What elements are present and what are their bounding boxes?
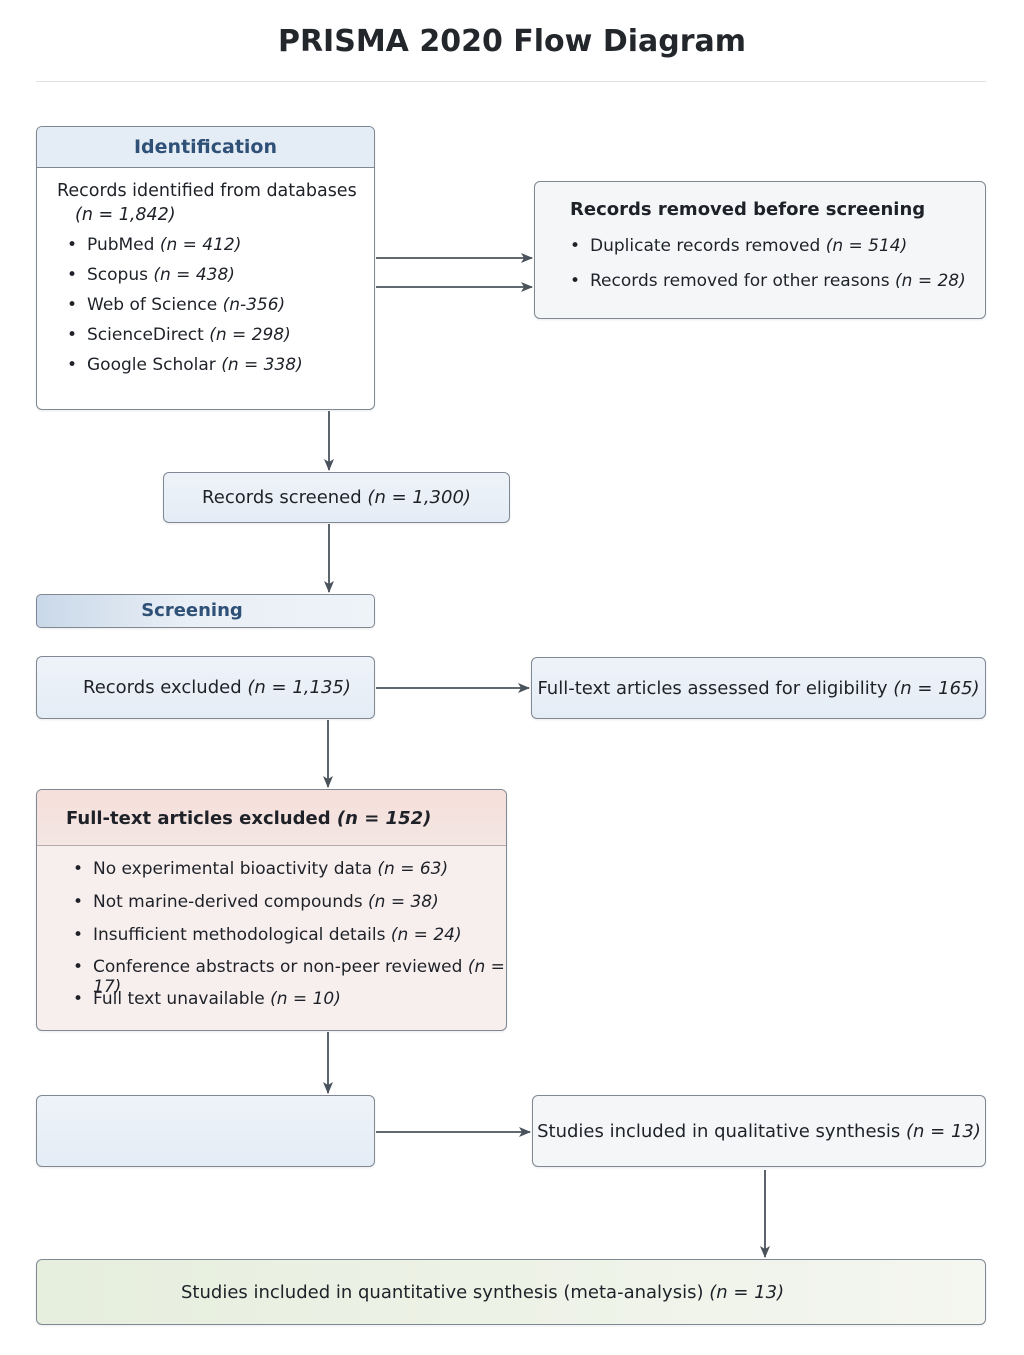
- identification-box: Identification Records identified from d…: [36, 126, 375, 410]
- exclusion-label: Full text unavailable: [93, 989, 265, 1009]
- screening-heading: Screening: [141, 600, 243, 621]
- database-item: Google Scholar (n = 338): [61, 355, 374, 385]
- identification-heading: Identification: [37, 127, 374, 168]
- database-count: (n = 438): [153, 265, 235, 285]
- database-count: (n = 338): [221, 355, 303, 375]
- database-item: ScienceDirect (n = 298): [61, 325, 374, 355]
- qualitative-synthesis-box: Studies included in qualitative synthesi…: [532, 1095, 986, 1167]
- database-count: (n-356): [222, 295, 286, 315]
- database-name: Web of Science: [87, 295, 218, 315]
- fulltext-excluded-header: Full-text articles excluded (n = 152): [37, 790, 506, 846]
- quantitative-count: (n = 13): [709, 1281, 785, 1303]
- records-removed-list: Duplicate records removed (n = 514) Reco…: [564, 236, 985, 291]
- records-excluded-box: Records excluded (n = 1,135): [36, 656, 375, 719]
- database-item: PubMed (n = 412): [61, 235, 374, 265]
- records-identified-count: (n = 1,842): [75, 205, 176, 225]
- records-screened-box: Records screened (n = 1,300): [163, 472, 510, 523]
- records-removed-heading: Records removed before screening: [570, 199, 926, 220]
- fulltext-assessed-count: (n = 165): [893, 677, 980, 699]
- exclusion-reason: Conference abstracts or non-peer reviewe…: [67, 957, 506, 997]
- database-name: Google Scholar: [87, 355, 216, 375]
- removed-count: (n = 28): [895, 271, 966, 291]
- removed-item: Duplicate records removed (n = 514): [564, 236, 985, 271]
- exclusion-reasons-list: No experimental bioactivity data (n = 63…: [67, 859, 506, 1009]
- records-excluded-count: (n = 1,135): [247, 677, 351, 698]
- exclusion-count: (n = 10): [270, 989, 341, 1009]
- exclusion-label: No experimental bioactivity data: [93, 859, 372, 879]
- database-item: Scopus (n = 438): [61, 265, 374, 295]
- fulltext-excluded-count: (n = 152): [336, 808, 432, 829]
- fulltext-assessed-box: Full-text articles assessed for eligibil…: [531, 657, 986, 719]
- removed-item: Records removed for other reasons (n = 2…: [564, 271, 985, 291]
- quantitative-synthesis-box: Studies included in quantitative synthes…: [36, 1259, 986, 1325]
- exclusion-reason: Not marine-derived compounds (n = 38): [67, 892, 506, 925]
- database-item: Web of Science (n-356): [61, 295, 374, 325]
- records-screened-count: (n = 1,300): [367, 487, 471, 508]
- records-removed-box: Records removed before screening Duplica…: [534, 181, 986, 319]
- removed-label: Records removed for other reasons: [590, 271, 890, 291]
- fulltext-excluded-heading: Full-text articles excluded: [66, 808, 331, 829]
- exclusion-label: Conference abstracts or non-peer reviewe…: [93, 957, 463, 977]
- records-excluded-label: Records excluded: [83, 677, 242, 698]
- database-name: Scopus: [87, 265, 148, 285]
- title-divider: [36, 81, 986, 82]
- records-identified: Records identified from databases (n = 1…: [37, 168, 374, 225]
- database-count: (n = 298): [209, 325, 291, 345]
- quantitative-label: Studies included in quantitative synthes…: [181, 1281, 704, 1303]
- database-name: ScienceDirect: [87, 325, 204, 345]
- exclusion-count: (n = 24): [390, 925, 462, 945]
- fulltext-assessed-label: Full-text articles assessed for eligibil…: [537, 677, 888, 699]
- exclusion-reason: Full text unavailable (n = 10): [67, 989, 506, 1009]
- exclusion-label: Insufficient methodological details: [93, 925, 386, 945]
- removed-count: (n = 514): [825, 236, 908, 256]
- screening-stage-label: Screening: [36, 594, 375, 628]
- fulltext-excluded-box: Full-text articles excluded (n = 152) No…: [36, 789, 507, 1031]
- qualitative-label: Studies included in qualitative synthesi…: [537, 1120, 901, 1142]
- exclusion-count: (n = 38): [368, 892, 439, 912]
- exclusion-reason: Insufficient methodological details (n =…: [67, 925, 506, 957]
- database-count: (n = 412): [159, 235, 242, 255]
- exclusion-label: Not marine-derived compounds: [93, 892, 363, 912]
- qualitative-count: (n = 13): [906, 1120, 981, 1142]
- exclusion-count: (n = 63): [377, 859, 449, 879]
- database-name: PubMed: [87, 235, 155, 255]
- records-identified-label: Records identified from databases: [57, 181, 357, 201]
- diagram-title: PRISMA 2020 Flow Diagram: [277, 24, 747, 59]
- exclusion-reason: No experimental bioactivity data (n = 63…: [67, 859, 506, 892]
- empty-box: [36, 1095, 375, 1167]
- records-screened-label: Records screened: [202, 487, 362, 508]
- database-list: PubMed (n = 412) Scopus (n = 438) Web of…: [61, 235, 374, 385]
- removed-label: Duplicate records removed: [590, 236, 821, 256]
